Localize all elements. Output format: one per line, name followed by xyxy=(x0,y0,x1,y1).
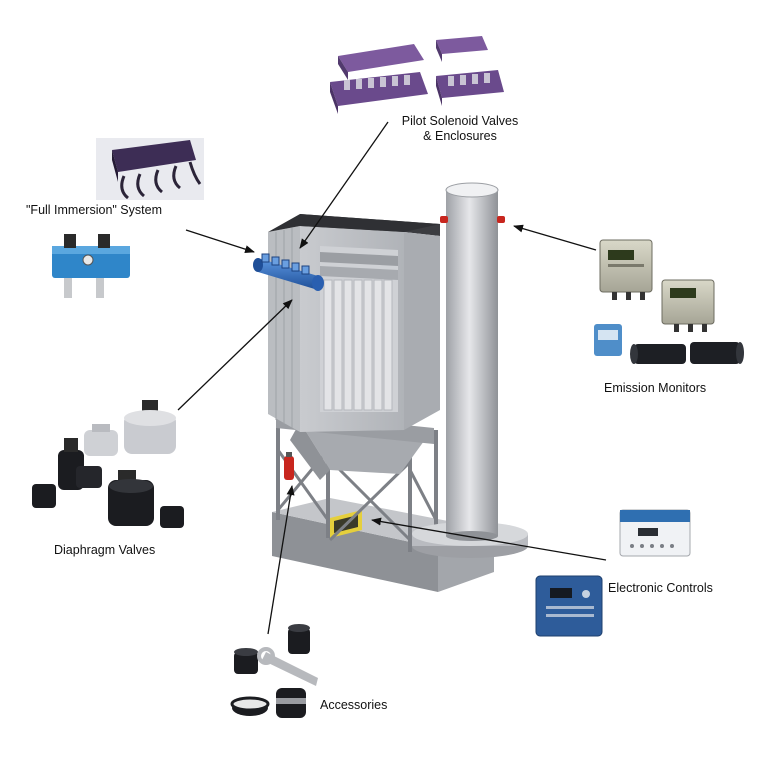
housing-roof xyxy=(268,214,440,232)
diaphragm-valves-image xyxy=(32,400,184,528)
stack-sampling-port-left xyxy=(440,216,448,223)
label-electronic-controls: Electronic Controls xyxy=(608,581,713,595)
arrow-electronic-controls xyxy=(371,517,607,561)
label-pilot-solenoid-line1: Pilot Solenoid Valves xyxy=(401,114,519,128)
stack-sampling-port-right xyxy=(497,216,505,223)
baghouse-dust-collector xyxy=(253,214,494,592)
compressed-air-manifold xyxy=(253,253,324,291)
electronic-controls-image xyxy=(535,509,691,637)
label-full-immersion-system: "Full Immersion" System xyxy=(26,203,162,217)
label-accessories: Accessories xyxy=(320,698,388,712)
label-pilot-solenoid-valves: Pilot Solenoid Valves & Enclosures xyxy=(380,114,540,144)
pilot-solenoid-valves-image xyxy=(330,36,504,114)
arrow-accessories xyxy=(267,485,295,635)
accessories-image xyxy=(230,624,318,718)
full-immersion-system-image xyxy=(52,138,204,298)
arrow-emission-monitors xyxy=(513,224,597,251)
emission-monitors-image xyxy=(594,239,744,364)
label-emission-monitors: Emission Monitors xyxy=(604,381,707,395)
arrow-pilot-solenoid xyxy=(299,121,389,249)
label-pilot-solenoid-line2: & Enclosures xyxy=(423,129,497,143)
filter-bags xyxy=(323,279,393,411)
base-platform xyxy=(272,512,438,592)
label-diaphragm-valves: Diaphragm Valves xyxy=(54,543,156,557)
exhaust-stack xyxy=(412,182,528,558)
arrow-full-immersion xyxy=(185,229,255,254)
arrow-diaphragm-valves xyxy=(177,299,293,411)
fire-extinguisher xyxy=(284,456,294,480)
callout-arrows xyxy=(177,121,607,635)
